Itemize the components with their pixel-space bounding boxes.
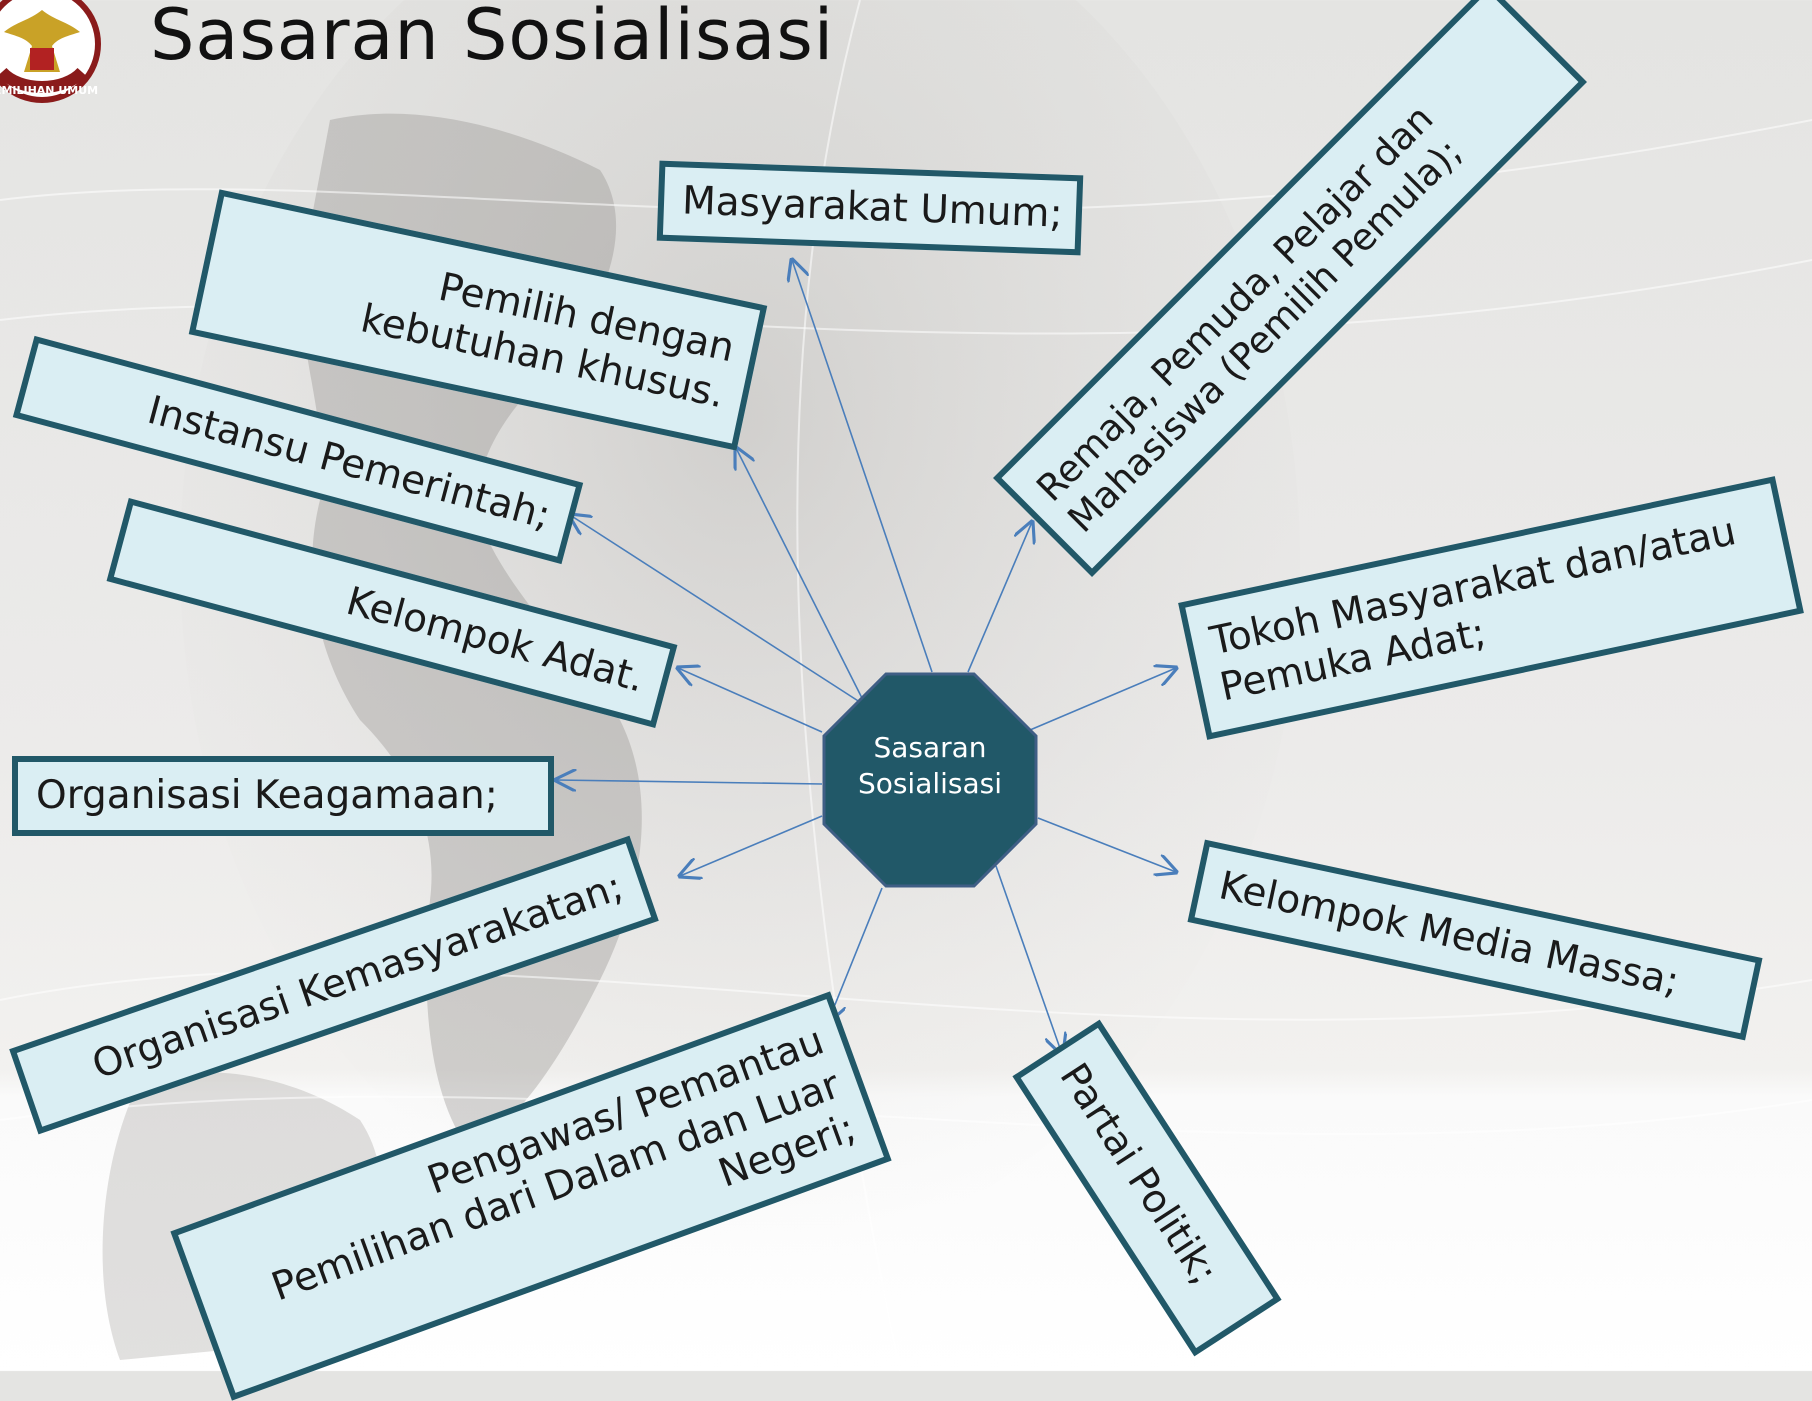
arrow-organisasi-kemasyarakatan — [680, 815, 823, 876]
connector-arrows — [0, 0, 1812, 1371]
hub-label-line1: Sasaran — [873, 731, 987, 764]
hub-label: Sasaran Sosialisasi — [822, 730, 1038, 803]
arrow-partai-politik — [995, 865, 1062, 1054]
target-label: Masyarakat Umum; — [681, 178, 1064, 237]
slide-title: Sasaran Sosialisasi — [150, 0, 835, 76]
target-organisasi-keagamaan: Organisasi Keagamaan; — [12, 756, 554, 836]
target-label: Organisasi Keagamaan; — [36, 772, 498, 818]
arrow-pengawas — [828, 887, 883, 1022]
arrow-instansi — [570, 515, 867, 707]
arrow-masyarakat-umum — [792, 260, 933, 673]
logo-text: PEMILIHAN UMUM — [0, 84, 98, 97]
target-masyarakat-umum: Masyarakat Umum; — [656, 160, 1084, 256]
garuda-emblem-icon: PEMILIHAN UMUM — [0, 0, 101, 103]
arrow-pemilih-khusus — [736, 448, 867, 707]
arrow-media-massa — [1037, 817, 1176, 872]
arrow-kelompok-adat — [678, 668, 823, 733]
arrow-remaja — [967, 522, 1032, 673]
hub-label-line2: Sosialisasi — [857, 767, 1003, 801]
arrow-organisasi-keagamaan — [556, 780, 823, 784]
hub-octagon — [822, 672, 1038, 888]
arrow-tokoh-masyarakat — [1029, 668, 1176, 731]
